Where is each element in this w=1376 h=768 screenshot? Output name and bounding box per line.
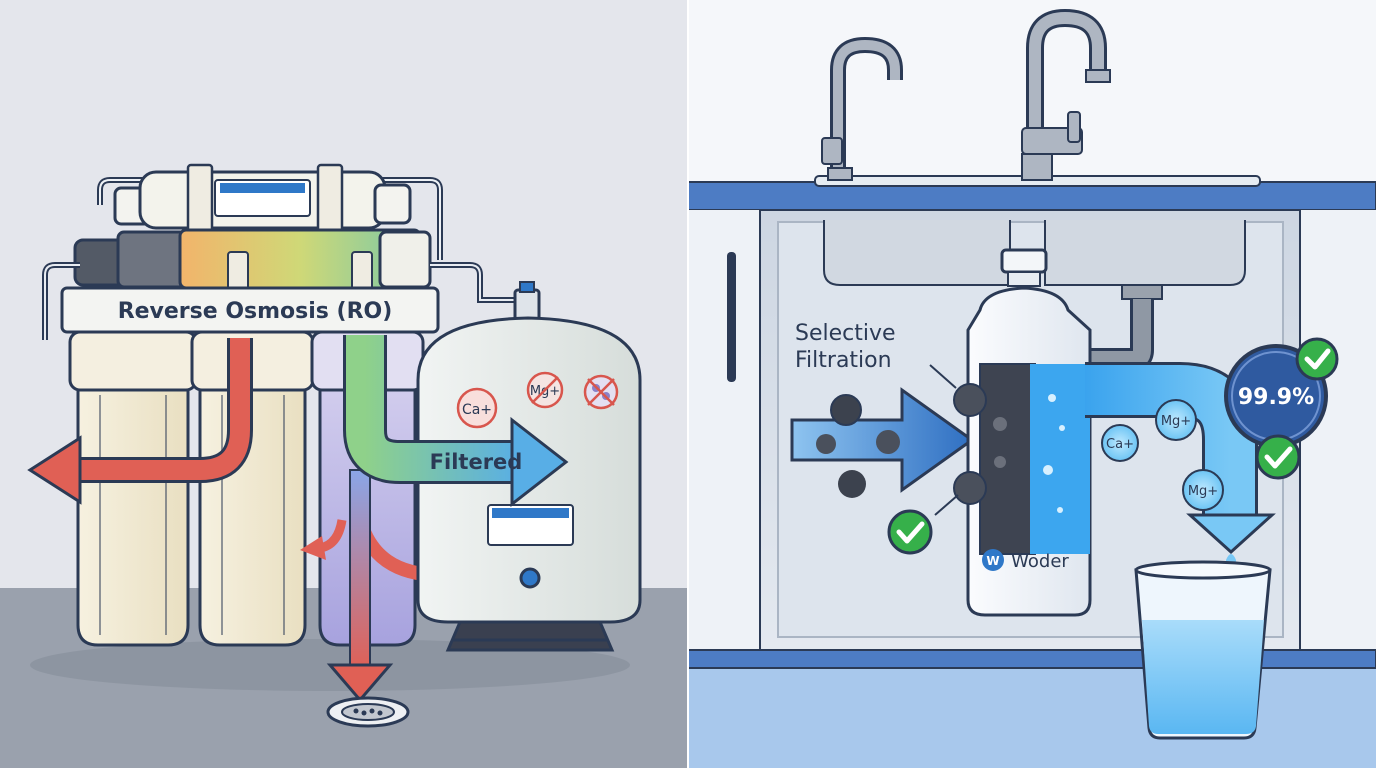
contaminant-particle-icon [816,394,900,498]
woder-filter-cartridge: W Woder [953,248,1092,617]
right-panel-selective: W Woder Ca+ Mg+ Mg+ [687,0,1376,768]
waste-flow-arrows [27,338,474,703]
mg-mineral-crossed-icon: Mg+ [526,371,564,409]
ro-membrane-housing [97,163,443,260]
drain-icon [326,696,410,728]
svg-text:Mg+: Mg+ [1161,414,1191,429]
filtered-label: Filtered [430,450,523,474]
mg-mineral-icon: Mg+ [1182,469,1224,511]
svg-text:Selective: Selective [795,321,896,346]
selective-filtration-label: Selective Filtration [795,321,959,516]
svg-text:Ca+: Ca+ [462,402,492,418]
percent-text: 99.9% [1238,385,1314,410]
check-icon [887,509,933,555]
inflow-arrow [790,387,975,498]
svg-text:Filtration: Filtration [795,348,892,373]
faucet-icon [821,36,903,181]
ro-title: Reverse Osmosis (RO) [118,299,393,324]
filtered-flow-arrow: Filtered [343,335,569,508]
contaminant-crossed-icon [583,374,619,410]
check-icon [1255,434,1301,480]
water-drop-icon: W [982,549,1004,571]
mg-mineral-icon: Mg+ [1155,399,1197,441]
water-glass [1134,560,1272,740]
pre-filter-housing [42,228,520,340]
left-panel-ro: Reverse Osmosis (RO) [0,0,688,768]
ca-mineral-icon: Ca+ [456,387,498,429]
ro-label-bar: Reverse Osmosis (RO) [60,286,440,334]
brand-label: Woder [1011,551,1069,572]
svg-text:Ca+: Ca+ [1106,437,1134,452]
check-icon [1295,337,1339,381]
ca-mineral-icon: Ca+ [1101,424,1139,462]
svg-text:Mg+: Mg+ [1188,484,1218,499]
faucet-icon [1021,8,1111,181]
svg-text:W: W [986,554,999,568]
outflow-stream: Ca+ Mg+ Mg+ [1085,362,1276,570]
